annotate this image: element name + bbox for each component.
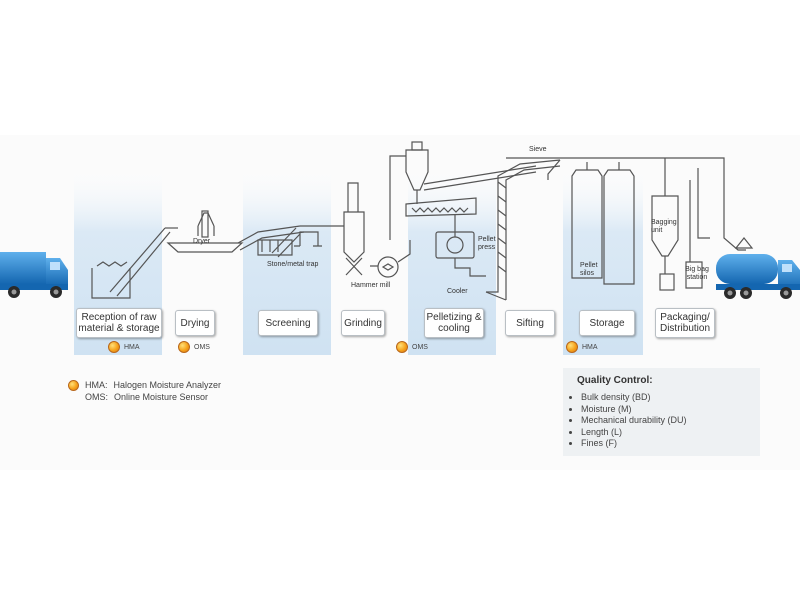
sensor-label: OMS — [194, 343, 210, 351]
dryer-drum — [166, 242, 244, 253]
raw-material-pile — [96, 261, 128, 267]
dryer-stack — [197, 212, 215, 236]
stage-pelletizing: Pelletizing & cooling — [424, 308, 484, 338]
stage-grinding: Grinding — [341, 310, 385, 336]
label-cooler: Cooler — [447, 288, 468, 295]
elevator-hatch — [497, 181, 507, 273]
mill-hopper — [343, 226, 365, 263]
silo-right — [603, 169, 635, 285]
silo-left — [571, 169, 603, 279]
truck-left — [0, 252, 68, 298]
quality-control-list: Bulk density (BD) Moisture (M) Mechanica… — [569, 392, 687, 450]
legend-row-oms: OMS: Online Moisture Sensor — [62, 391, 221, 403]
stage-sifting: Sifting — [505, 310, 555, 336]
sensor-label: OMS — [412, 343, 428, 351]
quality-control-title: Quality Control: — [577, 375, 653, 386]
legend-text: Halogen Moisture Analyzer — [113, 380, 222, 390]
label-dryer: Dryer — [193, 238, 211, 245]
legend-code: HMA: — [85, 380, 108, 390]
label-bagging-unit: Bagging unit — [651, 219, 677, 234]
stage-reception: Reception of raw material & storage — [76, 308, 162, 338]
process-lines — [91, 141, 754, 301]
mill-output-line — [370, 240, 411, 267]
label-sieve: Sieve — [529, 146, 547, 153]
sensor-storage: HMA — [566, 341, 598, 353]
bag — [659, 273, 675, 291]
stage-storage: Storage — [579, 310, 635, 336]
press-to-cooler — [454, 258, 486, 277]
loadout-line — [697, 168, 710, 239]
screen-conveyor — [271, 227, 301, 258]
truck-loadout — [723, 180, 746, 251]
sensor-dot-icon — [396, 341, 408, 353]
legend-code: OMS: — [85, 392, 109, 402]
quality-control-item: Mechanical durability (DU) — [581, 415, 687, 427]
dryer-chimney — [201, 210, 209, 238]
sensor-pelletizing: OMS — [396, 341, 428, 353]
quality-control-box: Quality Control: Bulk density (BD) Moist… — [563, 368, 760, 456]
quality-control-item: Fines (F) — [581, 438, 687, 450]
stage-screening: Screening — [258, 310, 318, 336]
label-pellet-silos: Pellet silos — [580, 262, 598, 277]
screw-thread — [411, 207, 469, 213]
sensor-label: HMA — [582, 343, 598, 351]
sieve-chute — [547, 159, 561, 180]
stage-packaging: Packaging/ Distribution — [655, 308, 715, 338]
screen-unit — [257, 239, 293, 256]
stage-drying: Drying — [175, 310, 215, 336]
loadout-spout — [734, 237, 754, 249]
elevator-conveyor — [109, 227, 171, 297]
bagging-unit — [651, 195, 679, 257]
mill-stack — [347, 182, 359, 212]
sensor-label: HMA — [124, 343, 140, 351]
cyclone — [405, 149, 429, 191]
sensor-dot-icon — [566, 341, 578, 353]
sensor-dot-icon — [68, 379, 79, 391]
quality-control-item: Moisture (M) — [581, 404, 687, 416]
sensor-dot-icon — [178, 341, 190, 353]
quality-control-item: Length (L) — [581, 427, 687, 439]
sensor-dot-icon — [108, 341, 120, 353]
big-bag-frame — [664, 158, 703, 289]
elevator-left — [486, 159, 561, 293]
legend: HMA: Halogen Moisture Analyzer OMS: Onli… — [62, 379, 221, 403]
legend-text: Online Moisture Sensor — [114, 392, 209, 402]
sensor-drying: OMS — [178, 341, 210, 353]
stone-trap — [294, 231, 322, 247]
mill-silo — [343, 211, 365, 226]
hammer-mill-rotor — [377, 256, 399, 278]
screw-conveyor — [405, 197, 477, 217]
label-pellet-press: Pellet press — [478, 236, 496, 251]
truck-right — [716, 254, 800, 299]
sensor-reception: HMA — [108, 341, 140, 353]
pneumatic-line — [389, 155, 406, 240]
quality-control-item: Bulk density (BD) — [581, 392, 687, 404]
sieve-line — [506, 157, 725, 180]
reception-hopper — [91, 268, 131, 299]
elevator-base — [485, 291, 507, 301]
return-line — [423, 165, 537, 191]
mill-cross — [345, 257, 363, 276]
cyclone-top — [411, 141, 423, 151]
label-stone-trap: Stone/metal trap — [267, 261, 319, 268]
hammer-mill-core — [381, 263, 395, 271]
legend-row-hma: HMA: Halogen Moisture Analyzer — [62, 379, 221, 391]
label-hammer-mill: Hammer mill — [351, 282, 391, 289]
label-big-bag-station: Big bag station — [685, 266, 709, 281]
silo-inlets — [586, 162, 620, 170]
